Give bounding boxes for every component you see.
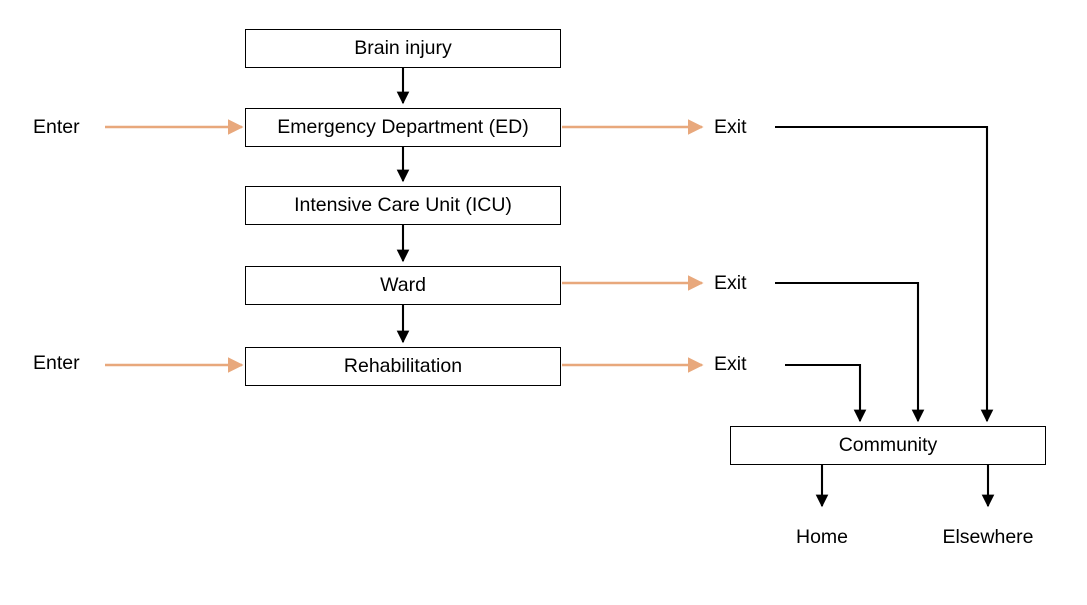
route-exit-rehabilitation-to-community — [785, 363, 867, 423]
node-community[interactable]: Community — [730, 426, 1046, 465]
node-ward-label: Ward — [380, 273, 426, 296]
exit-to-community-routes — [775, 125, 994, 423]
label-enter-rehabilitation: Enter — [33, 352, 80, 374]
label-exit-ward: Exit — [714, 272, 747, 294]
node-brain-injury-label: Brain injury — [354, 36, 452, 59]
label-exit-emergency-department: Exit — [714, 116, 747, 138]
node-intensive-care-unit[interactable]: Intensive Care Unit (ICU) — [245, 186, 561, 225]
label-elsewhere: Elsewhere — [942, 526, 1034, 548]
enter-arrows — [105, 119, 244, 373]
exit-arrows — [562, 119, 704, 373]
node-community-label: Community — [838, 433, 938, 456]
node-emergency-department[interactable]: Emergency Department (ED) — [245, 108, 561, 147]
node-brain-injury[interactable]: Brain injury — [245, 29, 561, 68]
community-outcome-connectors — [815, 465, 995, 508]
node-intensive-care-unit-label: Intensive Care Unit (ICU) — [294, 193, 512, 216]
node-rehabilitation[interactable]: Rehabilitation — [245, 347, 561, 386]
route-exit-ed-to-community — [775, 125, 994, 423]
label-enter-emergency-department: Enter — [33, 116, 80, 138]
label-home: Home — [795, 526, 849, 548]
node-rehabilitation-label: Rehabilitation — [343, 354, 463, 377]
route-exit-ward-to-community — [775, 281, 925, 423]
node-ward[interactable]: Ward — [245, 266, 561, 305]
label-exit-rehabilitation: Exit — [714, 353, 747, 375]
node-emergency-department-label: Emergency Department (ED) — [277, 115, 529, 138]
